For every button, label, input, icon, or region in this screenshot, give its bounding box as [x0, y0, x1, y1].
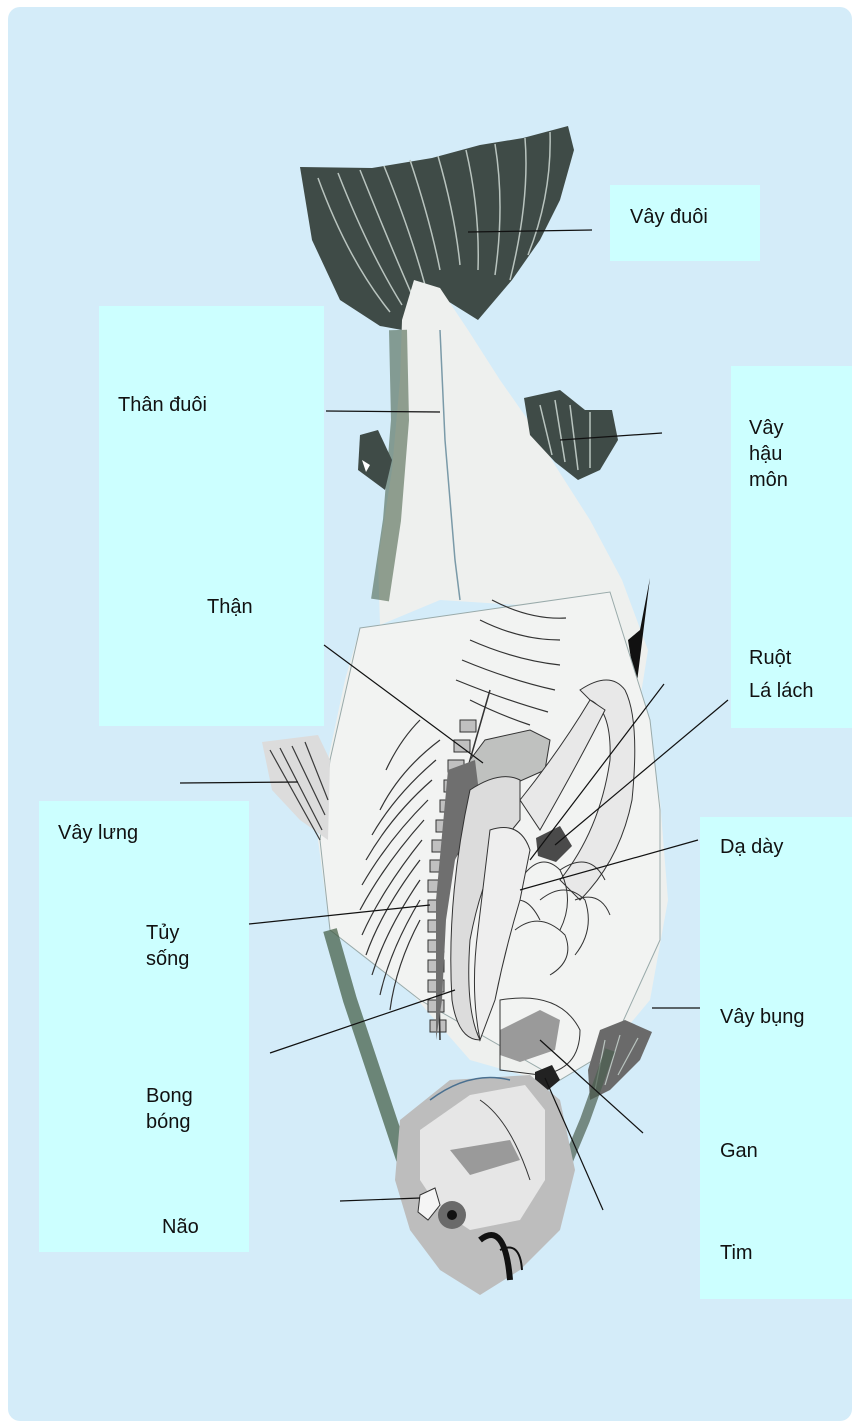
adipose-fin	[358, 430, 392, 490]
label-tim: Tim	[720, 1240, 753, 1266]
dorsal-fin	[262, 735, 330, 840]
label-bong-bong: Bong bóng	[146, 1083, 193, 1135]
label-than: Thận	[207, 594, 253, 620]
label-la-lach: Lá lách	[749, 678, 814, 704]
label-ruot: Ruột	[749, 645, 791, 671]
label-vay-bung: Vây bụng	[720, 1004, 805, 1030]
label-gan: Gan	[720, 1138, 758, 1164]
label-nao: Não	[162, 1214, 199, 1240]
label-vay-lung: Vây lưng	[58, 820, 138, 846]
label-vay-hau-mon: Vây hậu môn	[749, 415, 788, 493]
label-da-day: Dạ dày	[720, 834, 783, 860]
label-vay-duoi: Vây đuôi	[630, 204, 708, 230]
label-tuy-song: Tủy sống	[146, 920, 189, 972]
label-than-duoi: Thân đuôi	[118, 392, 207, 418]
